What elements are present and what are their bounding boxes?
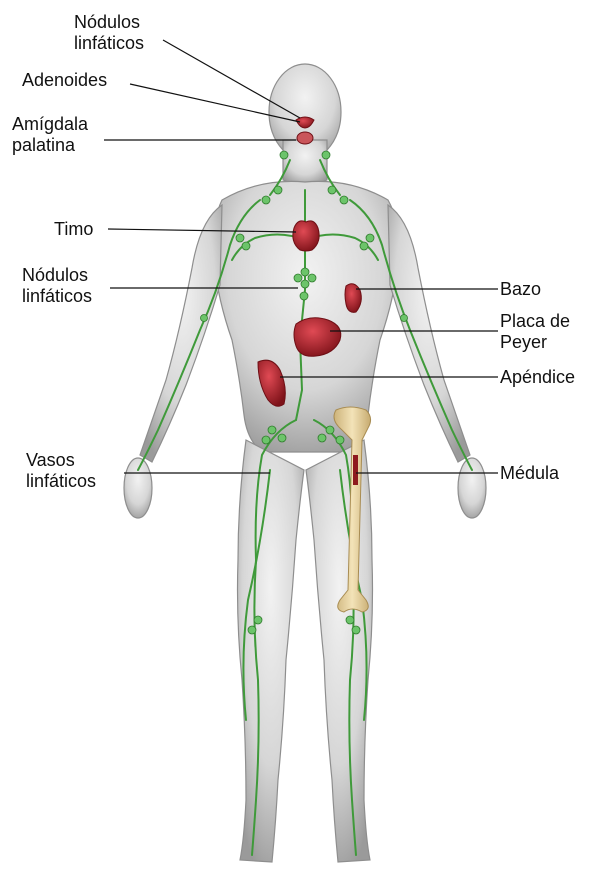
label-nodulos-linfaticos-chest: Nódulos linfáticos <box>22 265 92 307</box>
bone-marrow <box>353 455 358 485</box>
lymph-vessels <box>138 160 472 855</box>
label-nodulos-head-line1: Nódulos <box>74 12 144 33</box>
label-timo: Timo <box>54 219 93 240</box>
label-placa-line2: Peyer <box>500 332 570 353</box>
label-amigdala-line1: Amígdala <box>12 114 88 135</box>
spleen-organ <box>345 284 361 313</box>
left-hand <box>124 458 152 518</box>
label-amigdala-line2: palatina <box>12 135 88 156</box>
body-silhouette <box>124 64 486 862</box>
thymus-organ <box>293 221 319 251</box>
label-nodulos-head-line2: linfáticos <box>74 33 144 54</box>
right-leg <box>306 440 373 862</box>
label-vasos-linfaticos: Vasos linfáticos <box>26 450 96 492</box>
label-adenoides: Adenoides <box>22 70 107 91</box>
label-nodulos-chest-line1: Nódulos <box>22 265 92 286</box>
label-placa-line1: Placa de <box>500 311 570 332</box>
label-vasos-line1: Vasos <box>26 450 96 471</box>
label-placa-de-peyer: Placa de Peyer <box>500 311 570 353</box>
tonsil-organ <box>297 132 313 144</box>
label-vasos-line2: linfáticos <box>26 471 96 492</box>
right-arm <box>388 205 470 462</box>
label-nodulos-chest-line2: linfáticos <box>22 286 92 307</box>
right-hand <box>458 458 486 518</box>
left-leg <box>238 440 305 862</box>
label-bazo: Bazo <box>500 279 541 300</box>
left-arm <box>140 205 222 462</box>
label-medula: Médula <box>500 463 559 484</box>
label-nodulos-linfaticos-head: Nódulos linfáticos <box>74 12 144 54</box>
label-amigdala-palatina: Amígdala palatina <box>12 114 88 156</box>
label-apendice: Apéndice <box>500 367 575 388</box>
